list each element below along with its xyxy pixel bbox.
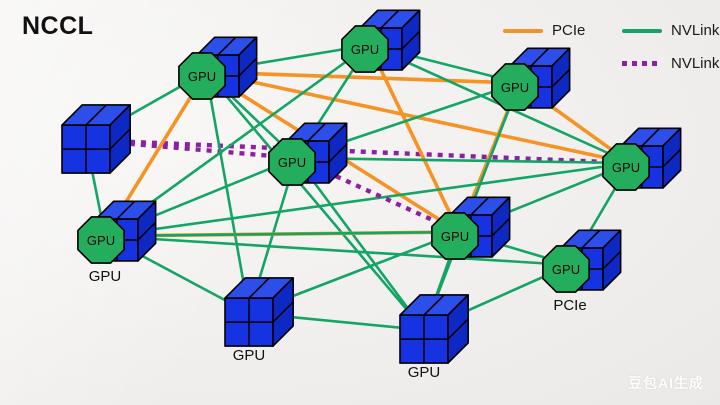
cube-seam bbox=[447, 318, 469, 340]
cube-node[interactable] bbox=[224, 277, 294, 347]
gpu-inner-label: GPU bbox=[188, 69, 216, 84]
legend-item-pcie: PCIe bbox=[503, 22, 585, 39]
legend-label-nvlink-dotted: NVLink bbox=[671, 55, 720, 72]
cube-node[interactable] bbox=[399, 294, 469, 364]
gpu-octagon bbox=[431, 212, 479, 260]
edge-nvlink-solid bbox=[103, 230, 461, 238]
cube-seam bbox=[551, 68, 571, 88]
gpu-node[interactable]: GPU bbox=[178, 36, 258, 100]
gpu-node[interactable]: GPU bbox=[602, 127, 682, 191]
edge-pcie bbox=[367, 43, 461, 234]
node-caption: GPU bbox=[407, 364, 441, 381]
page-title: NCCL bbox=[22, 12, 94, 40]
cube-seam bbox=[641, 127, 661, 147]
gpu-octagon bbox=[491, 63, 539, 111]
cube-seam bbox=[272, 301, 294, 323]
cube-seam bbox=[530, 47, 550, 67]
edge-pcie bbox=[204, 70, 521, 85]
gpu-octagon bbox=[77, 216, 125, 264]
pcie-line-swatch bbox=[503, 28, 543, 33]
edge-nvlink-solid bbox=[294, 156, 426, 332]
cube-seam bbox=[380, 9, 400, 29]
watermark: 豆包AI生成 bbox=[628, 375, 704, 391]
gpu-octagon bbox=[542, 245, 590, 293]
edge-nvlink-dotted bbox=[85, 137, 631, 166]
gpu-octagon bbox=[341, 25, 389, 73]
cube-seam bbox=[85, 104, 107, 126]
legend-item-nvlink-dotted: NVLink bbox=[622, 55, 719, 72]
gpu-node[interactable]: GPU bbox=[491, 47, 571, 111]
cube-seam bbox=[238, 57, 258, 77]
legend-label-nvlink-solid: NVLink bbox=[671, 22, 720, 39]
edge-nvlink-dotted bbox=[295, 155, 460, 235]
edge-nvlink-solid bbox=[204, 70, 251, 315]
cube-seam bbox=[602, 250, 622, 270]
legend-item-nvlink-solid: NVLink bbox=[622, 22, 719, 39]
gpu-octagon bbox=[178, 52, 226, 100]
cube-seam bbox=[307, 122, 327, 142]
cube-seam bbox=[116, 200, 136, 220]
legend-label-pcie: PCIe bbox=[552, 22, 586, 39]
gpu-octagon bbox=[602, 143, 650, 191]
gpu-node[interactable]: GPU bbox=[341, 9, 421, 73]
cube-seam bbox=[109, 128, 131, 150]
cube-seam bbox=[328, 143, 348, 163]
gpu-inner-label: GPU bbox=[87, 233, 115, 248]
node-caption: GPU bbox=[88, 268, 122, 285]
gpu-inner-label: GPU bbox=[441, 229, 469, 244]
edge-nvlink-solid bbox=[103, 234, 572, 267]
gpu-inner-label: GPU bbox=[501, 80, 529, 95]
node-caption: GPU bbox=[232, 347, 266, 364]
edge-nvlink-solid bbox=[204, 70, 426, 332]
cube-node[interactable] bbox=[61, 104, 131, 174]
gpu-inner-label: GPU bbox=[278, 155, 306, 170]
gpu-node[interactable]: GPU bbox=[268, 122, 348, 186]
cube-seam bbox=[491, 217, 511, 237]
cube-seam bbox=[662, 148, 682, 168]
nvlink-dotted-line-swatch bbox=[622, 61, 662, 66]
gpu-inner-label: GPU bbox=[351, 42, 379, 57]
nvlink-solid-line-swatch bbox=[622, 28, 662, 33]
edge-nvlink-solid bbox=[294, 156, 632, 165]
edge-nvlink-solid bbox=[103, 161, 632, 238]
cube-seam bbox=[401, 30, 421, 50]
node-caption: PCIe bbox=[553, 297, 587, 314]
gpu-octagon bbox=[268, 138, 316, 186]
cube-seam bbox=[423, 294, 445, 316]
cube-seam bbox=[470, 196, 490, 216]
gpu-inner-label: GPU bbox=[552, 262, 580, 277]
cube-seam bbox=[581, 229, 601, 249]
cube-seam bbox=[248, 277, 270, 299]
cube-seam bbox=[137, 221, 157, 241]
cube-seam bbox=[217, 36, 237, 56]
gpu-node[interactable]: GPU bbox=[542, 229, 622, 293]
gpu-node[interactable]: GPU bbox=[431, 196, 511, 260]
gpu-node[interactable]: GPU bbox=[77, 200, 157, 264]
gpu-inner-label: GPU bbox=[612, 160, 640, 175]
